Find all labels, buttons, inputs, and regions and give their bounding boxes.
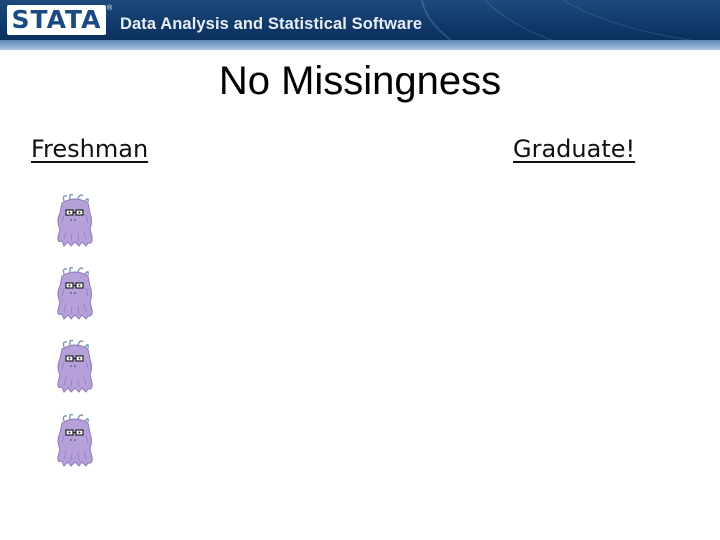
banner-tagline: Data Analysis and Statistical Software (120, 15, 423, 33)
purple-student-creature-icon (52, 193, 98, 247)
registered-mark: ® (107, 5, 113, 12)
slide-title: No Missingness (218, 59, 502, 103)
freshman-heading: Freshman (31, 135, 149, 163)
stata-logo: STATA (7, 5, 106, 35)
banner-light-band (0, 40, 720, 50)
header-banner: STATA ® Data Analysis and Statistical So… (0, 0, 720, 50)
stata-logo-text: STATA (11, 5, 102, 34)
graduate-heading: Graduate! (513, 135, 636, 163)
purple-student-creature-icon (52, 266, 98, 320)
purple-student-creature-icon (52, 339, 98, 393)
purple-student-creature-icon (52, 413, 98, 467)
